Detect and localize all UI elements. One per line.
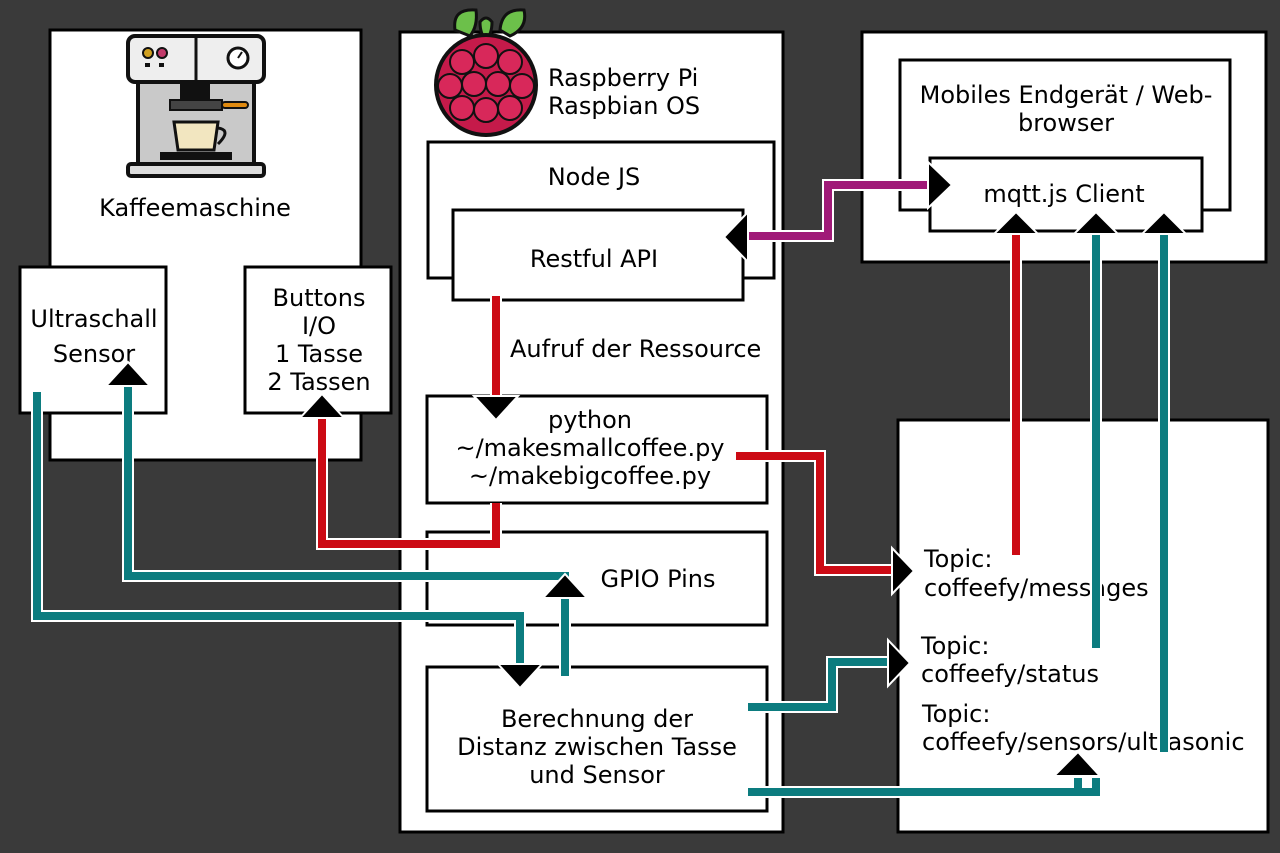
mobile-label-1: Mobiles Endgerät / Web-	[920, 81, 1213, 109]
raspberry-label-2: Raspbian OS	[548, 92, 700, 120]
distance-label-2: Distanz zwischen Tasse	[457, 733, 737, 761]
python-label-2: ~/makesmallcoffee.py	[455, 434, 724, 462]
arrow-up-buttons	[297, 392, 347, 419]
coffee-machine-icon	[126, 34, 266, 178]
buttons-label-1: Buttons	[273, 284, 366, 312]
python-label-3: ~/makebigcoffee.py	[469, 462, 711, 490]
arrow-down-distance	[495, 663, 545, 690]
arrow-up-mqtt-2	[1071, 210, 1121, 235]
topic-status-label-2: coffeefy/status	[921, 660, 1099, 688]
mqtt-client-label: mqtt.js Client	[983, 180, 1144, 208]
python-box	[425, 394, 769, 505]
topic-messages-label-1: Topic:	[923, 545, 992, 573]
topic-status-label-1: Topic:	[920, 632, 989, 660]
arrow-down-python	[471, 395, 521, 422]
topic-ultrasonic-label-2: coffeefy/sensors/ultrasonic	[922, 728, 1245, 756]
raspberry-icon	[434, 8, 538, 137]
distance-label-1: Berechnung der	[501, 705, 693, 733]
buttons-label-4: 2 Tassen	[267, 368, 370, 396]
connector-distance-to-status	[748, 656, 900, 713]
mobile-label-2: browser	[1018, 109, 1114, 137]
ultrasonic-label-2: Sensor	[53, 340, 135, 368]
arrow-up-mqtt-3	[1139, 210, 1189, 235]
topic-ultrasonic-label-1: Topic:	[921, 700, 990, 728]
connector-buttons-to-python	[316, 418, 502, 550]
arrow-heads	[103, 159, 1189, 777]
topic-messages-label-2: coffeefy/messages	[924, 574, 1149, 602]
distance-box	[425, 665, 769, 813]
raspberry-label-1: Raspberry Pi	[548, 64, 698, 92]
coffee-machine-label: Kaffeemaschine	[99, 194, 291, 222]
arrow-left-api	[722, 209, 749, 265]
arrow-right-mqtt	[927, 159, 954, 211]
restful-api-label: Restful API	[530, 245, 658, 273]
connector-distance-to-ultrasonic-topic	[748, 778, 1102, 798]
call-resource-label: Aufruf der Ressource	[510, 335, 761, 363]
arrow-up-gpio	[540, 572, 590, 599]
connector-mqtt-to-api	[746, 179, 930, 242]
connector-python-to-messages	[736, 450, 900, 576]
buttons-label-2: I/O	[302, 312, 336, 340]
arrow-right-messages	[891, 545, 916, 597]
arrow-up-sensor	[103, 360, 153, 387]
gpio-label: GPIO Pins	[601, 565, 716, 593]
arrow-right-status	[887, 637, 912, 689]
arrow-up-ultrasonic-topic	[1051, 750, 1103, 777]
distance-label-3: und Sensor	[529, 761, 665, 789]
ultrasonic-sensor-box	[18, 265, 168, 415]
arrow-up-mqtt-1	[991, 210, 1041, 235]
connector-sensor-to-distance	[31, 392, 526, 665]
python-label-1: python	[548, 406, 632, 434]
restful-api-box	[451, 208, 745, 302]
nodejs-label: Node JS	[548, 163, 641, 191]
ultrasonic-label-1: Ultraschall	[30, 305, 157, 333]
buttons-label-3: 1 Tasse	[275, 340, 363, 368]
buttons-box	[243, 265, 393, 415]
